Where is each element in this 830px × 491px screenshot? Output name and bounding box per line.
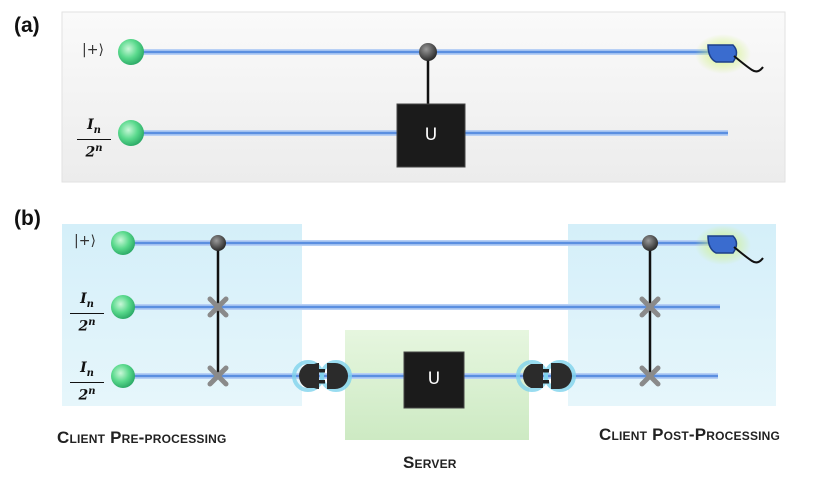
frac-denominator: 2	[78, 318, 89, 335]
panel-b-ket-plus: |+⟩	[74, 233, 96, 249]
frac-denominator-sup: n	[88, 385, 96, 397]
pre-swap-cross-2	[207, 365, 229, 387]
frac-denominator-sup: n	[95, 142, 103, 154]
panel-a-gate-u-label: U	[424, 125, 438, 145]
panel-b-qubit-node-3	[111, 364, 135, 388]
frac-numerator: I	[87, 117, 94, 133]
panel-b-measurement-icon	[695, 225, 764, 265]
pre-swap-cross-1	[207, 296, 229, 318]
client-pre-processing-caption: Client Pre-processing	[57, 428, 227, 447]
panel-a-qubit-node-1	[118, 39, 144, 65]
frac-numerator-sub: n	[93, 124, 101, 136]
panel-a-measurement-icon	[695, 34, 764, 74]
panel-a-input-state-fraction: In 2n	[77, 118, 111, 160]
panel-b-gate-u	[403, 351, 465, 409]
frac-numerator-sub: n	[86, 367, 94, 379]
panel-b-label: (b)	[14, 207, 41, 230]
panel-b-input-state-fraction-2: In 2n	[70, 361, 104, 403]
post-control-dot	[642, 235, 658, 251]
post-swap-cross-1	[639, 296, 661, 318]
panel-b-qubit-node-1	[111, 231, 135, 255]
client-post-processing-caption: Client Post-Processing	[599, 425, 781, 444]
panel-a-label: (a)	[14, 14, 40, 37]
panel-b-input-state-fraction-1: In 2n	[70, 292, 104, 334]
panel-a-qubit-node-2	[118, 120, 144, 146]
frac-denominator-sup: n	[88, 316, 96, 328]
server-caption: Server	[403, 453, 457, 472]
frac-denominator: 2	[85, 144, 96, 161]
panel-a-gate-u	[396, 103, 466, 168]
panel-a-ket-plus: |+⟩	[82, 42, 104, 58]
plug-connector-right-icon	[516, 360, 576, 392]
frac-numerator: I	[80, 291, 87, 307]
frac-denominator: 2	[78, 387, 89, 404]
plug-connector-left-icon	[292, 360, 352, 392]
frac-numerator-sub: n	[86, 298, 94, 310]
frac-numerator: I	[80, 360, 87, 376]
panel-b-qubit-node-2	[111, 295, 135, 319]
post-swap-cross-2	[639, 365, 661, 387]
panel-a-control-dot	[419, 43, 437, 61]
pre-control-dot	[210, 235, 226, 251]
panel-b-gate-u-label: U	[427, 369, 441, 389]
